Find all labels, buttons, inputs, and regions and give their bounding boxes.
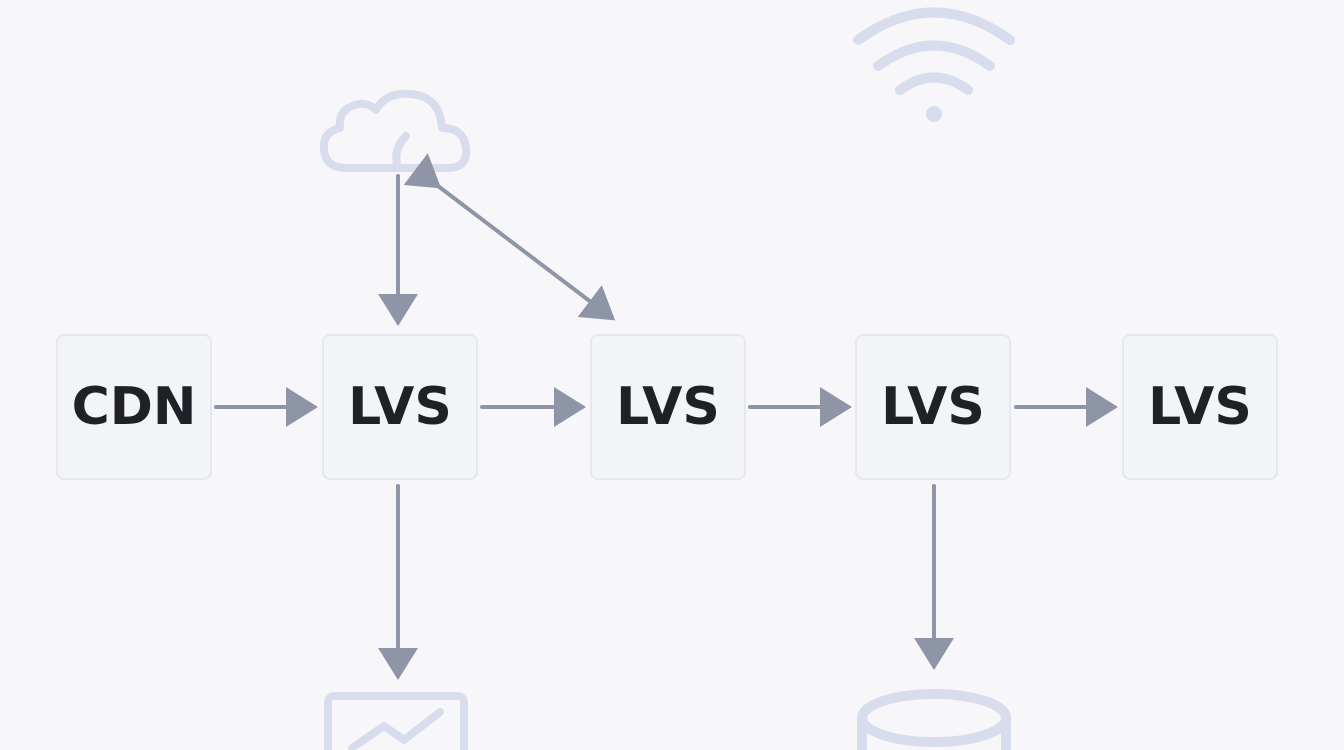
- wifi-icon: [853, 7, 1015, 122]
- chart-icon: [324, 692, 468, 750]
- node-lvs-1-label: LVS: [348, 377, 452, 437]
- node-cdn-label: CDN: [71, 377, 197, 437]
- node-lvs-1: LVS: [322, 334, 478, 480]
- node-lvs-3-label: LVS: [881, 377, 985, 437]
- node-lvs-4: LVS: [1122, 334, 1278, 480]
- arrow-cloud-lvs-2-bidirectional: [403, 153, 616, 321]
- node-lvs-2-label: LVS: [616, 377, 720, 437]
- node-cdn: CDN: [56, 334, 212, 480]
- node-lvs-2: LVS: [590, 334, 746, 480]
- node-lvs-4-label: LVS: [1148, 377, 1252, 437]
- database-icon: [857, 689, 1011, 750]
- node-lvs-3: LVS: [855, 334, 1011, 480]
- cloud-icon: [319, 89, 471, 172]
